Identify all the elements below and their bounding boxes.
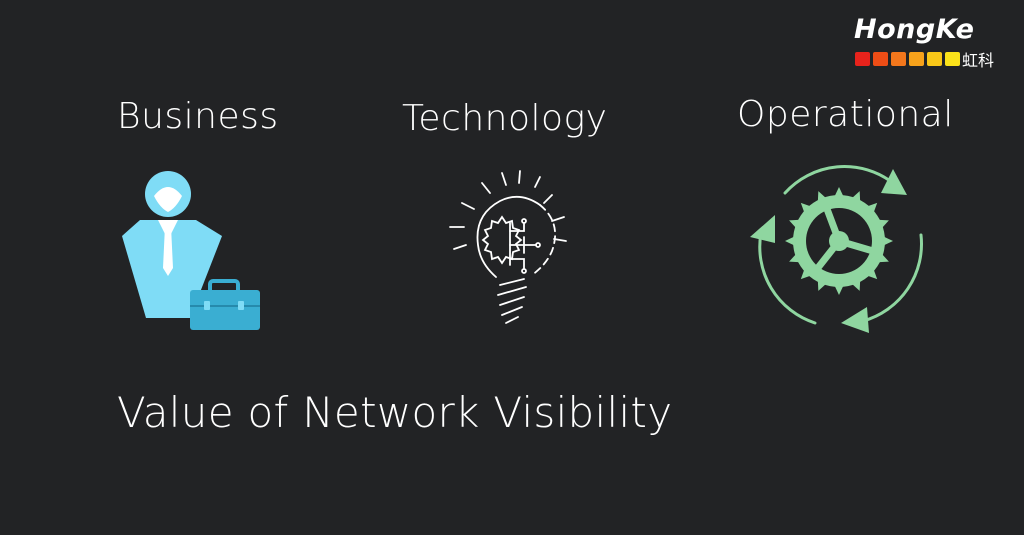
logo-chinese-text: 虹科 bbox=[962, 51, 995, 70]
logo-square-4 bbox=[909, 52, 924, 66]
operational-label: Operational bbox=[737, 94, 954, 135]
gear-tooth bbox=[789, 253, 801, 263]
gear-tooth bbox=[877, 253, 889, 263]
gear-tooth bbox=[866, 202, 878, 214]
logo-square-5 bbox=[927, 52, 942, 66]
gear-tooth bbox=[851, 279, 861, 291]
logo-square-3 bbox=[891, 52, 906, 66]
gear-tooth bbox=[785, 236, 796, 246]
gear-tooth bbox=[800, 268, 812, 280]
gear-tooth bbox=[817, 191, 827, 203]
logo-square-6 bbox=[945, 52, 960, 66]
business-label: Business bbox=[117, 96, 279, 137]
logo-brand-text: HongKe bbox=[854, 14, 975, 45]
lightbulb-gear-icon bbox=[449, 170, 567, 324]
gear-tooth bbox=[882, 236, 893, 246]
hongke-logo: HongKe 虹科 bbox=[852, 14, 1002, 70]
gear-tooth bbox=[817, 279, 827, 291]
logo-color-squares bbox=[855, 52, 960, 66]
gear-tooth bbox=[877, 219, 889, 229]
gear-tooth bbox=[800, 202, 812, 214]
gear-tooth bbox=[834, 187, 844, 198]
businessman-briefcase-icon bbox=[122, 171, 260, 330]
logo-square-2 bbox=[873, 52, 888, 66]
logo-square-1 bbox=[855, 52, 870, 66]
gear-tooth bbox=[851, 191, 861, 203]
technology-label: Technology bbox=[402, 98, 608, 139]
headline: Value of Network Visibility bbox=[117, 388, 673, 437]
gear-cycle-icon bbox=[750, 165, 923, 333]
gear-tooth bbox=[789, 219, 801, 229]
gear-tooth bbox=[866, 268, 878, 280]
gear-tooth bbox=[834, 284, 844, 295]
